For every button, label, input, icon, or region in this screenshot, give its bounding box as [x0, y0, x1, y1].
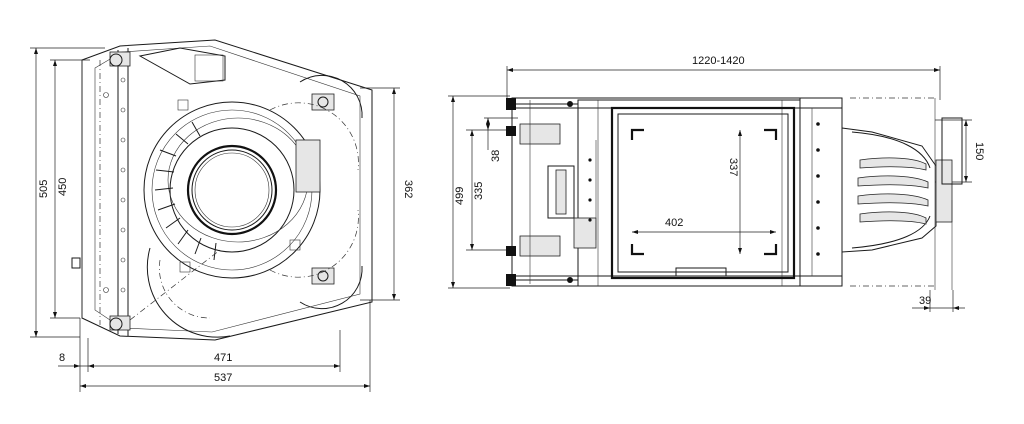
dim-39-label: 39 [919, 295, 931, 307]
dim-450-label: 450 [57, 178, 69, 196]
right-rail [588, 97, 843, 287]
dim-362 [360, 87, 400, 301]
top-view: 1220-1420 499 335 38 [448, 55, 985, 312]
left-mechanism [506, 98, 597, 286]
dim-150-label: 150 [973, 142, 985, 160]
dim-337-label: 337 [727, 158, 739, 176]
dim-499-label: 499 [454, 187, 466, 205]
dim-335-label: 335 [473, 182, 485, 200]
dim-362-label: 362 [402, 180, 414, 198]
swing-arcs [129, 74, 363, 338]
fan-housing [841, 97, 963, 290]
dim-505-label: 505 [38, 180, 50, 198]
side-view: 505 450 362 [30, 39, 414, 392]
dim-505 [30, 47, 105, 338]
side-body [71, 39, 373, 341]
dim-38-label: 38 [490, 150, 502, 162]
dim-471-label: 471 [214, 352, 232, 364]
dim-width [506, 66, 941, 100]
dim-335 [466, 129, 512, 251]
dim-width-label: 1220-1420 [692, 55, 745, 67]
dim-537-label: 537 [214, 372, 232, 384]
dim-150 [935, 119, 972, 183]
dim-8-label: 8 [59, 352, 65, 364]
dim-bottom [58, 300, 371, 392]
fan-drum [143, 93, 335, 285]
dim-402-label: 402 [665, 217, 683, 229]
dim-499 [448, 95, 510, 289]
dim-450 [50, 59, 90, 319]
dim-39 [912, 290, 965, 312]
bolt-holes [103, 77, 126, 293]
